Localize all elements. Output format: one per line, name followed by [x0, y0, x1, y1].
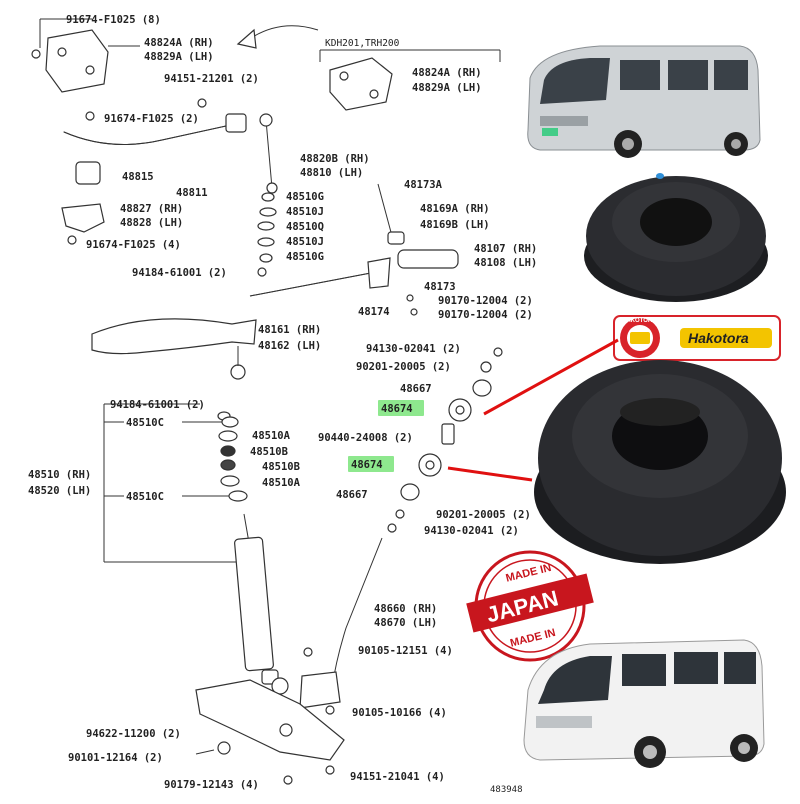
bracket-48824a [45, 29, 109, 93]
label-91674-f1025-4: 91674-F1025 (4) [86, 239, 181, 251]
stabilizer-link-48820b [259, 113, 278, 194]
bracket-48824a-kdh [329, 57, 393, 111]
direction-arrow-icon [236, 25, 319, 49]
label-94184-61001-top: 94184-61001 (2) [132, 267, 227, 279]
bushing-48674-lower [418, 453, 442, 477]
label-48173a: 48173A [404, 179, 443, 191]
label-48670-lh: 48670 (LH) [374, 617, 437, 629]
rubber-bushing-photo-large [534, 360, 786, 564]
label-90440-24008: 90440-24008 (2) [318, 432, 413, 444]
lower-control-arm [195, 679, 345, 761]
label-48827-rh: 48827 (RH) [120, 203, 183, 215]
label-48829a-lh: 48829A (LH) [144, 51, 214, 63]
label-48815: 48815 [122, 171, 154, 183]
label-48510a-2: 48510A [262, 477, 301, 489]
label-48510j-1: 48510J [286, 206, 324, 218]
label-48660-rh: 48660 (RH) [374, 603, 437, 615]
label-90170-12004-2: 90170-12004 (2) [438, 309, 533, 321]
label-48108-lh: 48108 (LH) [474, 257, 537, 269]
label-90105-10166: 90105-10166 (4) [352, 707, 447, 719]
bushing-48169a [387, 231, 405, 245]
label-48520-lh: 48520 (LH) [28, 485, 91, 497]
label-48667-bottom: 48667 [336, 489, 368, 501]
bolt-48173a [377, 183, 393, 237]
label-90105-12151: 90105-12151 (4) [358, 645, 453, 657]
pointer-line-upper [483, 338, 619, 416]
label-90201-20005-top: 90201-20005 (2) [356, 361, 451, 373]
label-90179-12143: 90179-12143 (4) [164, 779, 259, 791]
strut-bushing-48107 [397, 249, 459, 269]
pointer-line-lower [447, 466, 533, 482]
label-48510-rh: 48510 (RH) [28, 469, 91, 481]
label-48510c-bottom: 48510C [126, 491, 164, 503]
label-48169a-rh: 48169A (RH) [420, 203, 490, 215]
rubber-bushing-photo-top [584, 173, 768, 302]
highlight-48674-lower [348, 456, 394, 472]
label-48820b-rh: 48820B (RH) [300, 153, 370, 165]
label-48824a-rh: 48824A (RH) [144, 37, 214, 49]
label-48174: 48174 [358, 306, 390, 318]
strut-rod [249, 257, 391, 297]
bushing-48815 [75, 161, 101, 185]
bushing-48674-upper [448, 398, 472, 422]
label-48510b-2: 48510B [262, 461, 300, 473]
label-48674-lower: 48674 [351, 459, 383, 471]
label-48162-lh: 48162 (LH) [258, 340, 321, 352]
label-94151-21041: 94151-21041 (4) [350, 771, 445, 783]
brand-name: Hakotora [688, 330, 749, 346]
label-48161-rh: 48161 (RH) [258, 324, 321, 336]
label-48824a-rh-kdh: 48824A (RH) [412, 67, 482, 79]
label-90101-12164: 90101-12164 (2) [68, 752, 163, 764]
brand-badge: Hakotora HAKOTORA [613, 315, 781, 361]
label-94130-02041-bottom: 94130-02041 (2) [424, 525, 519, 537]
label-94130-02041-top: 94130-02041 (2) [366, 343, 461, 355]
van-logo-icon [630, 332, 650, 344]
label-48674-upper: 48674 [381, 403, 413, 415]
bolt-91674 [31, 49, 41, 59]
brand-ring-text: HAKOTORA [622, 318, 657, 324]
label-48107-rh: 48107 (RH) [474, 243, 537, 255]
label-91674-f1025-8: 91674-F1025 (8) [66, 14, 161, 26]
label-48829a-lh-kdh: 48829A (LH) [412, 82, 482, 94]
label-48169b-lh: 48169B (LH) [420, 219, 490, 231]
label-48510c-top: 48510C [126, 417, 164, 429]
label-model-variant: KDH201,TRH200 [325, 38, 400, 49]
van-image-top [527, 45, 761, 158]
washer-column-48510 [218, 430, 248, 502]
bracket-48827 [61, 203, 105, 233]
washer-stack-48510 [257, 192, 277, 263]
shock-absorber [234, 513, 289, 695]
label-90170-12004-1: 90170-12004 (2) [438, 295, 533, 307]
label-48510g-1: 48510G [286, 191, 324, 203]
label-94622-11200: 94622-11200 (2) [86, 728, 181, 740]
label-48510q: 48510Q [286, 221, 324, 233]
label-94184-61001-mid: 94184-61001 (2) [110, 399, 205, 411]
highlight-48674-upper [378, 400, 424, 416]
label-91674-f1025-2: 91674-F1025 (2) [104, 113, 199, 125]
made-in-japan-stamp: MADE IN JAPAN MADE IN [466, 550, 594, 662]
label-48810-lh: 48810 (LH) [300, 167, 363, 179]
label-48667-top: 48667 [400, 383, 432, 395]
label-48510b-1: 48510B [250, 446, 288, 458]
label-48173: 48173 [424, 281, 456, 293]
label-94151-21201: 94151-21201 (2) [164, 73, 259, 85]
diagram-number: 483948 [490, 785, 523, 795]
label-48510a-1: 48510A [252, 430, 291, 442]
label-48828-lh: 48828 (LH) [120, 217, 183, 229]
upper-control-arm-48161 [91, 318, 257, 380]
van-image-bottom [523, 639, 765, 768]
label-48811: 48811 [176, 187, 208, 199]
stabilizer-bar-48811 [63, 113, 247, 145]
label-48510g-2: 48510G [286, 251, 324, 263]
label-90201-20005-bottom: 90201-20005 (2) [436, 509, 531, 521]
torsion-bar-48660 [299, 537, 383, 709]
collar-90440 [441, 423, 455, 445]
label-48510j-2: 48510J [286, 236, 324, 248]
